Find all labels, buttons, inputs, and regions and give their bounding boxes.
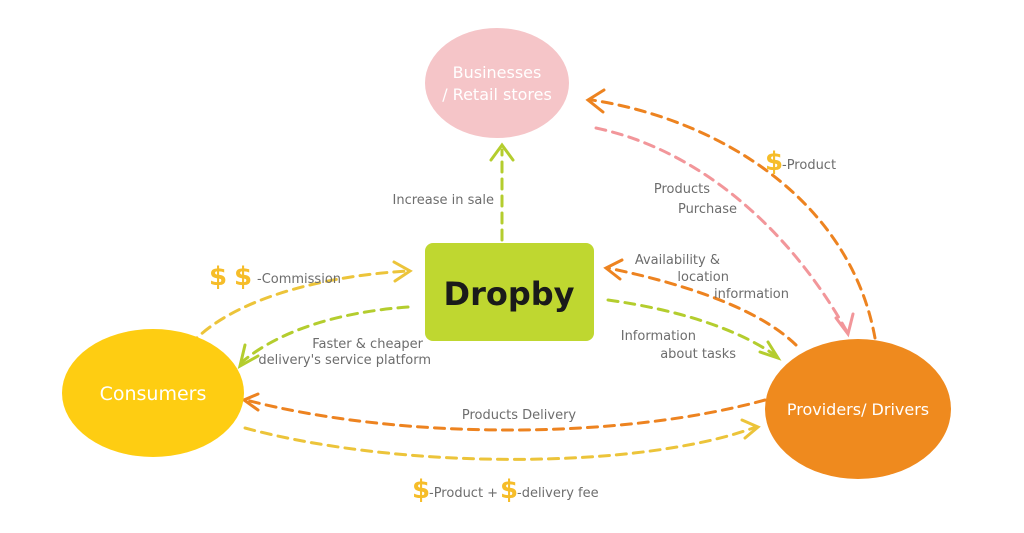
arrow-providers-to-businesses	[590, 98, 877, 340]
label-availability-line1: Availability &	[635, 253, 720, 268]
arrow-businesses-to-providers	[594, 126, 848, 332]
dollar-icon: $	[765, 147, 783, 177]
arrow-providers-to-consumers	[244, 398, 767, 432]
label-information-tasks-line1: Information	[621, 329, 696, 344]
arrow-consumers-to-providers	[243, 425, 758, 461]
label-availability-line2: location	[677, 270, 729, 285]
arrow-consumers-to-dropby	[188, 269, 410, 347]
node-consumers: Consumers	[62, 329, 244, 457]
businesses-label-line2: / Retail stores	[442, 85, 552, 104]
dropby-label: Dropby	[444, 275, 575, 313]
arrowhead-businesses-up	[489, 142, 515, 162]
label-faster-cheaper-line1: Faster & cheaper	[312, 337, 423, 352]
label-products-purchase-line1: Products	[654, 182, 710, 197]
arrowhead-providers-green	[758, 340, 782, 361]
node-businesses: Businesses / Retail stores	[425, 28, 569, 138]
label-product-payment: $ -Product	[765, 147, 836, 177]
label-products-purchase-line2: Purchase	[678, 202, 737, 217]
label-consumer-payment: $ -Product + $ -delivery fee	[412, 475, 599, 505]
label-availability-line3: information	[714, 287, 789, 302]
consumers-label: Consumers	[100, 383, 207, 405]
arrowhead-dropby-orange	[603, 258, 624, 281]
dollar-icon: $	[500, 475, 518, 505]
dollar-icon: $	[412, 475, 430, 505]
arrowhead-providers-yellow	[740, 418, 761, 440]
arrowhead-consumers-orange	[240, 392, 260, 412]
arrowhead-consumers-green	[237, 343, 260, 369]
label-faster-cheaper-line2: delivery's service platform	[258, 353, 431, 368]
arrow-dropby-to-consumers	[240, 305, 410, 364]
dollar-icon: $	[234, 262, 252, 292]
node-dropby: Dropby	[425, 243, 594, 341]
label-information-tasks-line2: about tasks	[660, 347, 736, 362]
dollar-icon: $	[209, 262, 227, 292]
consumer-payment-text1: -Product +	[429, 486, 498, 501]
consumer-payment-text2: -delivery fee	[517, 486, 599, 501]
label-commission: $ $ -Commission	[209, 262, 341, 292]
arrowhead-dropby-yellow	[392, 260, 413, 283]
label-increase-in-sale: Increase in sale	[393, 193, 494, 208]
businesses-label-line1: Businesses	[453, 63, 542, 82]
node-providers: Providers/ Drivers	[765, 339, 951, 479]
arrowhead-providers-pink	[834, 312, 855, 338]
commission-text: -Commission	[257, 272, 341, 287]
arrow-providers-to-dropby	[606, 266, 798, 347]
providers-label: Providers/ Drivers	[787, 400, 929, 419]
product-payment-text: -Product	[782, 158, 836, 173]
arrow-dropby-to-providers	[606, 298, 778, 358]
label-products-delivery: Products Delivery	[462, 408, 577, 423]
arrowhead-businesses-orange	[585, 88, 606, 114]
